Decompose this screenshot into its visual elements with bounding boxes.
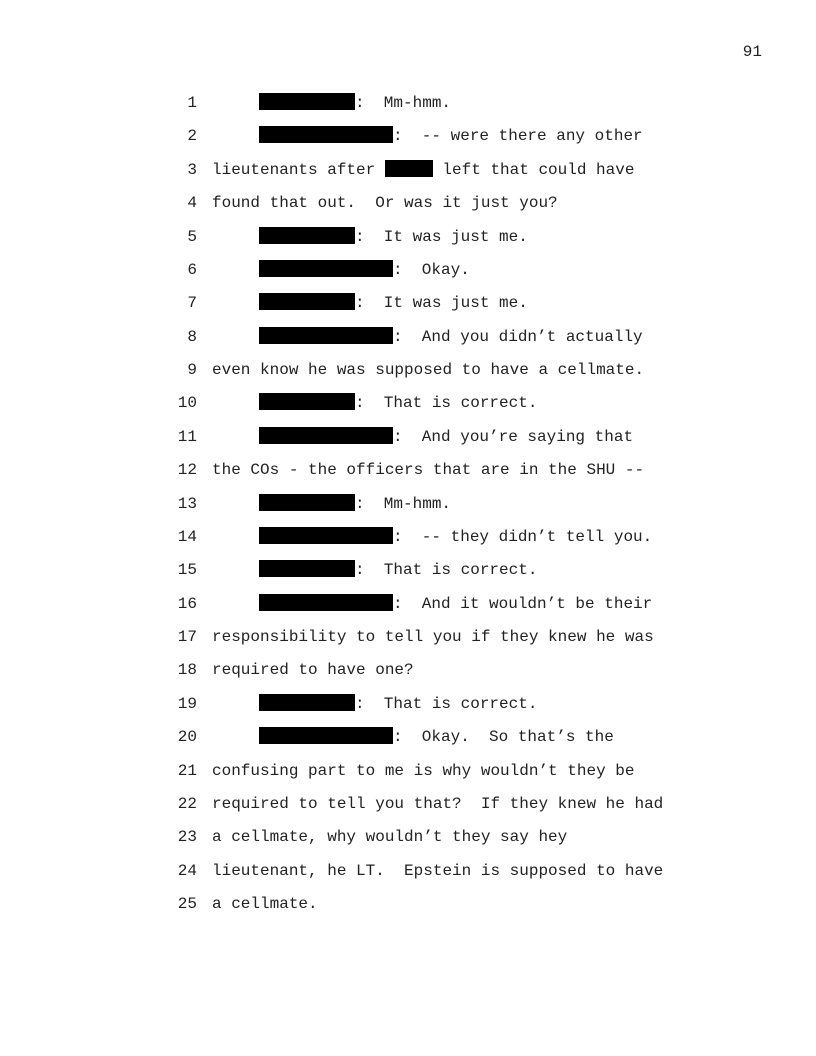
redacted-speaker-name — [259, 393, 355, 411]
redacted-speaker-name — [259, 93, 355, 110]
spoken-text: : Okay. — [393, 260, 470, 279]
page-number: 91 — [742, 43, 762, 61]
redacted-speaker-name — [259, 493, 355, 511]
spoken-text: : It was just me. — [355, 227, 528, 246]
redacted-speaker-name — [259, 226, 355, 244]
line-text: even know he was supposed to have a cell… — [212, 361, 645, 379]
spoken-text: : And you’re saying that — [393, 427, 634, 446]
line-number: 16 — [177, 594, 197, 613]
line-number: 17 — [177, 628, 197, 646]
line-text: a cellmate, why wouldn’t they say hey — [212, 828, 568, 847]
line-number: 19 — [177, 694, 197, 713]
redacted-speaker-name — [259, 593, 393, 611]
redacted-speaker-name — [259, 426, 393, 444]
spoken-text: : That is correct. — [355, 561, 538, 580]
line-text: : Okay. So that’s the — [212, 727, 614, 747]
redacted-speaker-name — [259, 326, 393, 344]
line-number: 10 — [177, 394, 197, 413]
line-number: 1 — [187, 94, 197, 112]
line-text: : Mm-hmm. — [212, 493, 452, 514]
spoken-text: : That is correct. — [355, 394, 538, 413]
spoken-text: : And it wouldn’t be their — [393, 594, 653, 613]
redacted-speaker-name — [259, 293, 355, 311]
spoken-text: : That is correct. — [355, 694, 538, 713]
line-text: : And you didn’t actually — [212, 326, 643, 347]
line-text: : That is correct. — [212, 693, 538, 714]
line-number: 12 — [177, 461, 197, 480]
line-text: : That is correct. — [212, 393, 537, 413]
line-text: : -- they didn’t tell you. — [212, 526, 653, 547]
line-number: 15 — [177, 561, 197, 580]
spoken-text: : Okay. So that’s the — [393, 728, 614, 747]
redacted-speaker-name — [259, 560, 355, 578]
line-text: : It was just me. — [212, 226, 528, 247]
spoken-text: : It was just me. — [355, 294, 528, 313]
line-text: the COs - the officers that are in the S… — [212, 461, 645, 480]
line-number: 14 — [177, 527, 197, 546]
line-number: 7 — [187, 294, 197, 313]
text-segment: left that could have — [432, 160, 635, 179]
line-number: 22 — [177, 794, 197, 813]
line-text: lieutenant, he LT. Epstein is supposed t… — [212, 861, 664, 880]
line-text: required to tell you that? If they knew … — [212, 794, 664, 813]
line-number: 20 — [177, 728, 197, 747]
line-number: 9 — [187, 361, 197, 379]
line-text: : -- were there any other — [212, 126, 643, 146]
line-number: 24 — [177, 861, 197, 880]
line-text: a cellmate. — [212, 895, 318, 913]
spoken-text: : And you didn’t actually — [393, 327, 643, 346]
spoken-text: : -- they didn’t tell you. — [393, 527, 653, 546]
redacted-name — [384, 159, 433, 177]
line-text: found that out. Or was it just you? — [212, 194, 558, 213]
line-text: lieutenants after left that could have — [212, 159, 635, 180]
line-text: : And you’re saying that — [212, 426, 634, 447]
line-number: 8 — [187, 327, 197, 346]
line-text: : Okay. — [212, 259, 470, 280]
redacted-speaker-name — [259, 259, 393, 277]
line-text: required to have one? — [212, 661, 414, 680]
spoken-text: : -- were there any other — [393, 127, 643, 146]
line-text: : Mm-hmm. — [212, 93, 451, 113]
line-text: : And it wouldn’t be their — [212, 593, 653, 614]
spoken-text: : Mm-hmm. — [355, 494, 452, 513]
redacted-speaker-name — [259, 727, 393, 745]
text-segment: lieutenants after — [212, 160, 385, 179]
line-number: 4 — [187, 194, 197, 213]
line-number: 11 — [177, 427, 197, 446]
line-number: 13 — [177, 494, 197, 513]
line-text: confusing part to me is why wouldn’t the… — [212, 761, 635, 780]
line-number: 6 — [187, 260, 197, 279]
line-number: 25 — [177, 895, 197, 913]
line-text: : It was just me. — [212, 293, 528, 313]
line-number: 23 — [177, 828, 197, 847]
redacted-speaker-name — [259, 526, 393, 544]
line-number: 2 — [187, 127, 197, 146]
line-number: 5 — [187, 227, 197, 246]
line-text: : That is correct. — [212, 560, 537, 580]
line-number: 3 — [187, 160, 197, 179]
spoken-text: : Mm-hmm. — [355, 94, 452, 112]
redacted-speaker-name — [259, 693, 355, 711]
line-number: 18 — [177, 661, 197, 680]
line-number: 21 — [177, 761, 197, 780]
redacted-speaker-name — [259, 126, 393, 144]
line-text: responsibility to tell you if they knew … — [212, 628, 654, 646]
